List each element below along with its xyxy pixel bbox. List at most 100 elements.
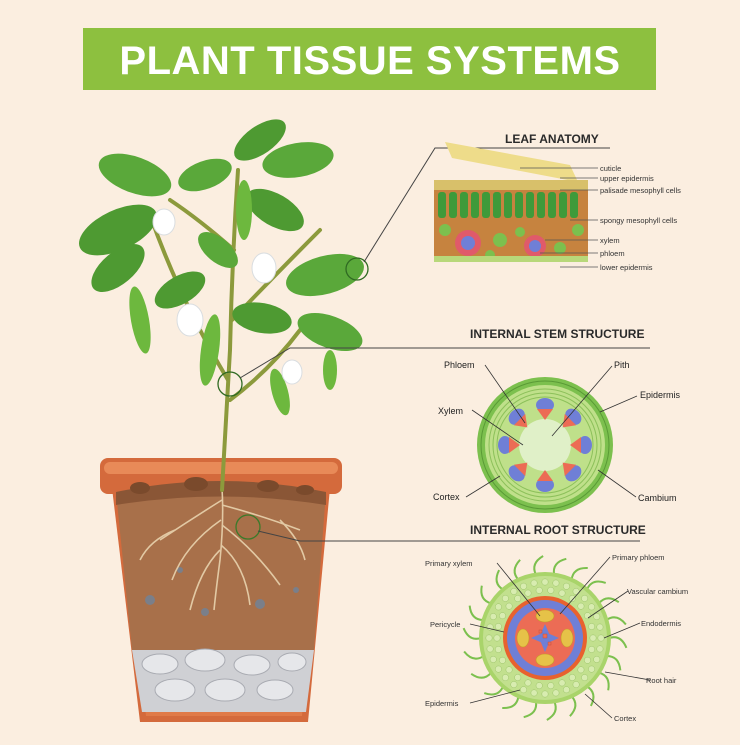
stem-zoom-circle bbox=[217, 371, 243, 397]
cortex-cell bbox=[499, 656, 506, 664]
cortex-cell bbox=[510, 681, 518, 689]
root-label-cortex: Cortex bbox=[614, 714, 636, 723]
cortex-cell bbox=[514, 674, 522, 681]
cortex-cell bbox=[562, 686, 570, 694]
cortex-cell bbox=[520, 686, 528, 694]
root-hair bbox=[585, 580, 607, 591]
stem-label-cortex: Cortex bbox=[433, 492, 460, 502]
cortex-cell bbox=[593, 655, 601, 663]
white-flowers bbox=[152, 208, 303, 385]
cortex-cell bbox=[577, 602, 585, 610]
cortex-cell bbox=[510, 587, 518, 595]
soil bbox=[116, 477, 326, 650]
cortex-cell bbox=[541, 690, 549, 698]
root-hair bbox=[468, 605, 484, 621]
root-cross-section bbox=[462, 555, 628, 721]
cortex-cell bbox=[558, 679, 566, 687]
cortex-cell bbox=[589, 634, 597, 642]
stem-structure-heading: INTERNAL STEM STRUCTURE bbox=[470, 327, 644, 341]
cortex-cell bbox=[524, 589, 532, 597]
stem-label-cambium: Cambium bbox=[638, 493, 677, 503]
stem-label-epidermis: Epidermis bbox=[640, 390, 681, 400]
cortex-cell bbox=[505, 666, 513, 674]
vascular-bundle bbox=[536, 470, 554, 492]
cortex-cell bbox=[535, 682, 543, 690]
root-hair bbox=[570, 567, 588, 580]
plant-roots bbox=[139, 487, 306, 611]
root-label-epidermis: Epidermis bbox=[425, 699, 459, 708]
callout-lines bbox=[239, 147, 650, 542]
root-hair bbox=[546, 700, 557, 721]
leaf-cross-section bbox=[434, 142, 588, 262]
cortex-cell bbox=[489, 613, 497, 621]
vascular-bundle bbox=[562, 408, 582, 428]
cortex-cell bbox=[541, 578, 549, 586]
root-label-primary-phloem: Primary phloem bbox=[612, 553, 665, 562]
cortex-cell bbox=[597, 634, 605, 642]
root-hair bbox=[502, 696, 520, 709]
cortex-cell bbox=[596, 623, 604, 631]
root-hair bbox=[462, 627, 482, 640]
stem-label-phloem: Phloem bbox=[444, 360, 475, 370]
root-label-root-hair: Root hair bbox=[646, 676, 677, 685]
cortex-cell bbox=[499, 612, 506, 620]
root-hair bbox=[608, 636, 628, 649]
leaf-label-lines bbox=[520, 167, 598, 268]
gravel-layer bbox=[132, 648, 314, 712]
vascular-bundle bbox=[498, 436, 520, 454]
leaf-label-spongy: spongy mesophyll cells bbox=[600, 216, 677, 225]
vascular-bundle bbox=[570, 436, 592, 454]
cortex-cell bbox=[530, 579, 538, 587]
cortex-cell bbox=[588, 665, 596, 673]
root-hair bbox=[606, 655, 622, 671]
cortex-cell bbox=[485, 634, 493, 642]
root-label-primary-xylem: Primary xylem bbox=[425, 559, 473, 568]
stem-label-pith: Pith bbox=[614, 360, 630, 370]
cortex-cell bbox=[558, 589, 566, 597]
root-hair bbox=[513, 559, 521, 581]
leaf-zoom-circle bbox=[345, 257, 369, 281]
cortex-cell bbox=[584, 612, 591, 620]
cortex-cell bbox=[552, 689, 560, 697]
cortex-cell bbox=[584, 656, 591, 664]
plant-leaves bbox=[79, 119, 364, 352]
cortex-cell bbox=[572, 681, 580, 689]
cortex-cell bbox=[568, 595, 576, 602]
cortex-cell bbox=[547, 682, 555, 690]
leaf-label-lower-epidermis: lower epidermis bbox=[600, 263, 653, 272]
root-structure-heading: INTERNAL ROOT STRUCTURE bbox=[470, 523, 646, 537]
leaf-label-phloem: phloem bbox=[600, 249, 625, 258]
cortex-cell bbox=[552, 579, 560, 587]
leaf-label-xylem: xylem bbox=[600, 236, 620, 245]
cortex-cell bbox=[535, 586, 543, 594]
cortex-cell bbox=[501, 674, 509, 682]
cortex-cell bbox=[562, 582, 570, 590]
root-label-endodermis: Endodermis bbox=[641, 619, 681, 628]
root-hair bbox=[533, 555, 544, 576]
root-hair bbox=[598, 671, 610, 691]
cortex-cell bbox=[494, 665, 502, 673]
leaf-label-cuticle: cuticle bbox=[600, 164, 621, 173]
root-hair bbox=[480, 585, 492, 605]
vascular-bundle bbox=[508, 462, 528, 482]
cortex-cell bbox=[588, 603, 596, 611]
root-hair bbox=[483, 685, 505, 696]
cortex-cell bbox=[494, 603, 502, 611]
page-title: PLANT TISSUE SYSTEMS bbox=[119, 39, 620, 83]
vascular-bundle bbox=[562, 462, 582, 482]
pea-pods bbox=[129, 180, 337, 416]
root-hair bbox=[495, 569, 504, 591]
stem-cross-section bbox=[477, 377, 613, 513]
cortex-cell bbox=[524, 679, 532, 687]
cortex-cell bbox=[596, 645, 604, 653]
cortex-cell bbox=[588, 646, 596, 653]
cortex-cell bbox=[493, 634, 501, 642]
root-hair bbox=[470, 671, 492, 679]
vascular-bundle bbox=[536, 398, 554, 420]
root-label-pericycle: Pericycle bbox=[430, 620, 460, 629]
vascular-bundle bbox=[508, 408, 528, 428]
cortex-cell bbox=[505, 602, 513, 610]
leaf-anatomy-heading: LEAF ANATOMY bbox=[505, 132, 599, 146]
cortex-cell bbox=[514, 595, 522, 602]
